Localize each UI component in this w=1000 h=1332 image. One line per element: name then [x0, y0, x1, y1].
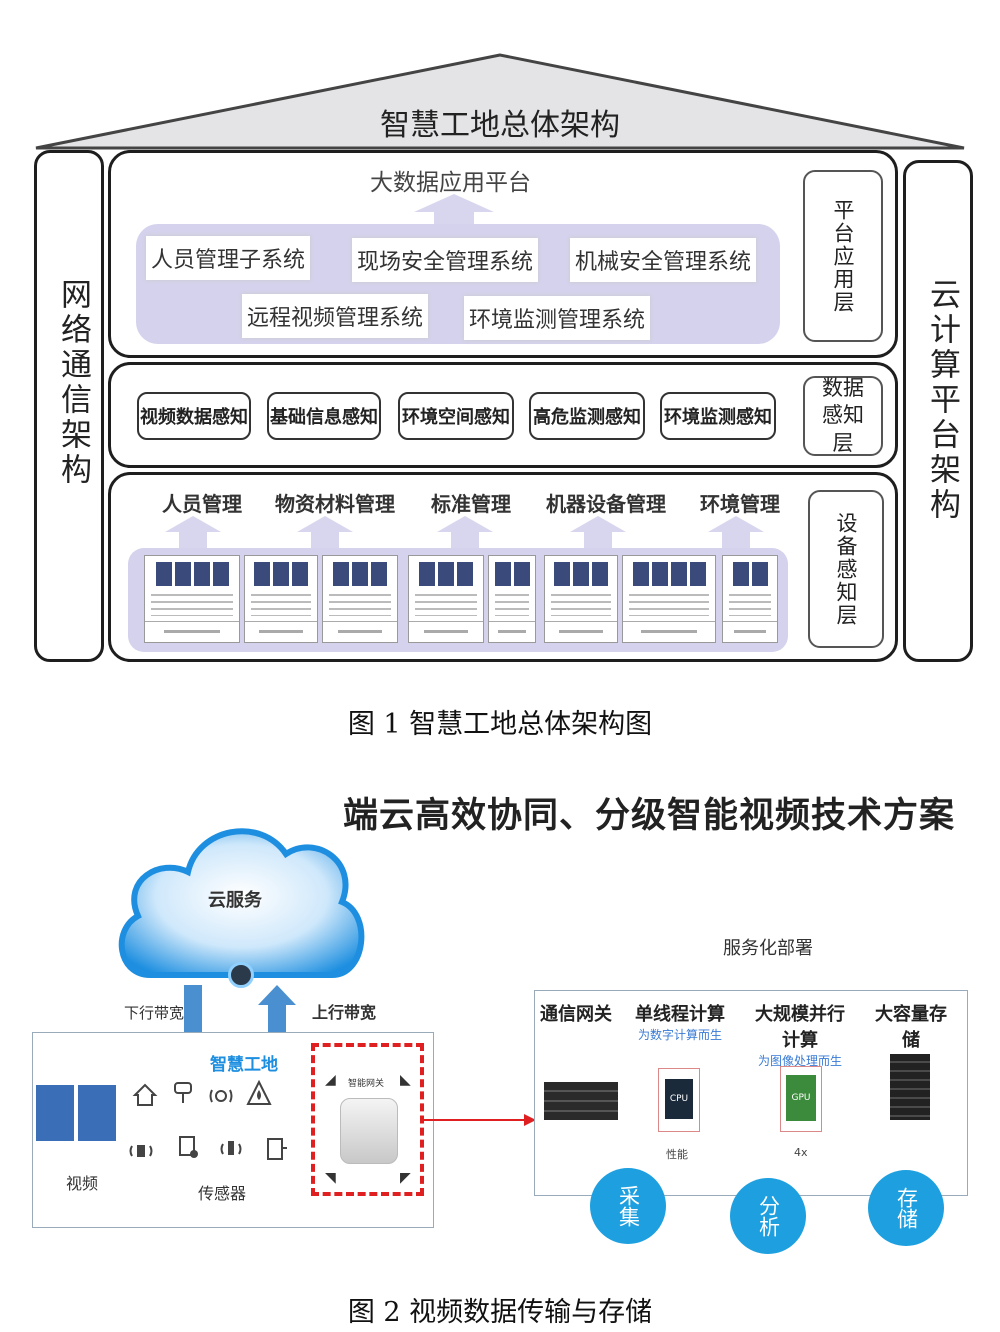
vibration-sensor-icon — [220, 1141, 242, 1155]
cpu-chip-icon: CPU — [665, 1079, 693, 1119]
home-sensor-icon — [132, 1083, 158, 1106]
gateway-column-title: 通信网关 — [540, 1004, 612, 1025]
cloud-pillar-label: 云计算平台架构 — [924, 278, 960, 523]
high-risk-monitoring-sensing: 高危监测感知 — [529, 392, 645, 440]
gateway-box — [311, 1043, 424, 1196]
collect-circle: 采集 — [590, 1168, 666, 1244]
device-card — [244, 555, 318, 643]
video-data-sensing: 视频数据感知 — [137, 392, 251, 440]
sensor-label: 传感器 — [198, 1184, 247, 1203]
wifi-icon: ◤ — [400, 1170, 411, 1186]
site-label: 智慧工地 — [210, 1055, 278, 1075]
figure-1-caption: 图 1 智慧工地总体架构图 — [347, 709, 653, 740]
remote-video-system: 远程视频管理系统 — [242, 294, 428, 338]
device-card — [408, 555, 484, 643]
smoke-sensor-icon — [174, 1082, 192, 1103]
personnel-management: 人员管理 — [162, 492, 242, 516]
cpu-frame: CPU — [658, 1068, 700, 1132]
device-up-arrows — [165, 516, 764, 552]
material-management: 物资材料管理 — [275, 492, 395, 516]
single-thread-column-title: 单线程计算为数字计算而生 — [635, 1004, 725, 1042]
gateway-small-label: 智能网关 — [348, 1079, 385, 1089]
platform-up-arrow — [414, 194, 494, 230]
uplink-label: 上行带宽 — [312, 1003, 377, 1022]
wifi-icon: ◥ — [325, 1170, 336, 1186]
gateway-device-icon — [340, 1098, 398, 1164]
device-card — [322, 555, 398, 643]
solution-title: 端云高效协同、分级智能视频技术方案 — [343, 796, 956, 836]
fire-sensor-icon — [246, 1080, 272, 1105]
meter-sensor-icon — [179, 1136, 198, 1158]
site-safety-system: 现场安全管理系统 — [352, 238, 538, 282]
figure-2-caption: 图 2 视频数据传输与存储 — [347, 1297, 653, 1328]
device-sensor-icon — [267, 1138, 287, 1160]
personnel-subsystem: 人员管理子系统 — [146, 236, 310, 280]
device-card — [488, 555, 536, 643]
cloud-icon — [118, 828, 365, 978]
device-card — [544, 555, 618, 643]
analyze-circle: 分析 — [730, 1178, 806, 1254]
sound-sensor-icon — [209, 1089, 233, 1103]
network-pillar: 网络通信架构 — [34, 150, 104, 662]
connector-arrow — [424, 1114, 536, 1126]
architecture-title: 智慧工地总体架构 — [380, 108, 620, 143]
performance-label: 性能 — [666, 1148, 688, 1161]
device-layer-label: 设备感知层 — [808, 490, 884, 648]
video-label: 视频 — [66, 1174, 99, 1193]
device-card — [722, 555, 778, 643]
data-layer-label: 数据感知层 — [803, 376, 883, 456]
environment-space-sensing: 环境空间感知 — [398, 392, 514, 440]
cloud-pillar: 云计算平台架构 — [903, 160, 973, 662]
camera-icon — [78, 1085, 116, 1141]
platform-layer-label: 平台应用层 — [803, 170, 883, 342]
standard-management: 标准管理 — [431, 492, 511, 516]
deploy-label: 服务化部署 — [723, 938, 813, 959]
parallel-column-title: 大规模并行计算为图像处理而生 — [755, 1004, 845, 1068]
gpu-chip-icon: GPU — [786, 1075, 816, 1121]
device-card — [622, 555, 716, 643]
store-circle: 存储 — [868, 1170, 944, 1246]
multiplier-label: 4x — [794, 1146, 808, 1159]
wifi-icon: ◢ — [325, 1072, 336, 1088]
signal-sensor-icon — [129, 1145, 153, 1157]
gpu-frame: GPU — [780, 1066, 822, 1132]
roof-shape — [35, 53, 965, 150]
platform-title: 大数据应用平台 — [370, 170, 531, 196]
environment-monitoring-system: 环境监测管理系统 — [464, 296, 650, 340]
device-card — [144, 555, 240, 643]
network-pillar-label: 网络通信架构 — [55, 278, 91, 488]
downlink-label: 下行带宽 — [124, 1004, 185, 1022]
cloud-service-label: 云服务 — [208, 890, 262, 911]
gateway-server-icon — [544, 1082, 618, 1120]
storage-server-icon — [890, 1054, 930, 1120]
equipment-management: 机器设备管理 — [546, 492, 666, 516]
machinery-safety-system: 机械安全管理系统 — [570, 238, 756, 282]
environment-monitoring-sensing: 环境监测感知 — [660, 392, 776, 440]
basic-info-sensing: 基础信息感知 — [267, 392, 381, 440]
environment-management: 环境管理 — [700, 492, 780, 516]
cloud-node-icon — [228, 962, 254, 988]
camera-icon — [36, 1085, 74, 1141]
wifi-icon: ◣ — [400, 1072, 411, 1088]
storage-column-title: 大容量存储 — [875, 1004, 947, 1051]
